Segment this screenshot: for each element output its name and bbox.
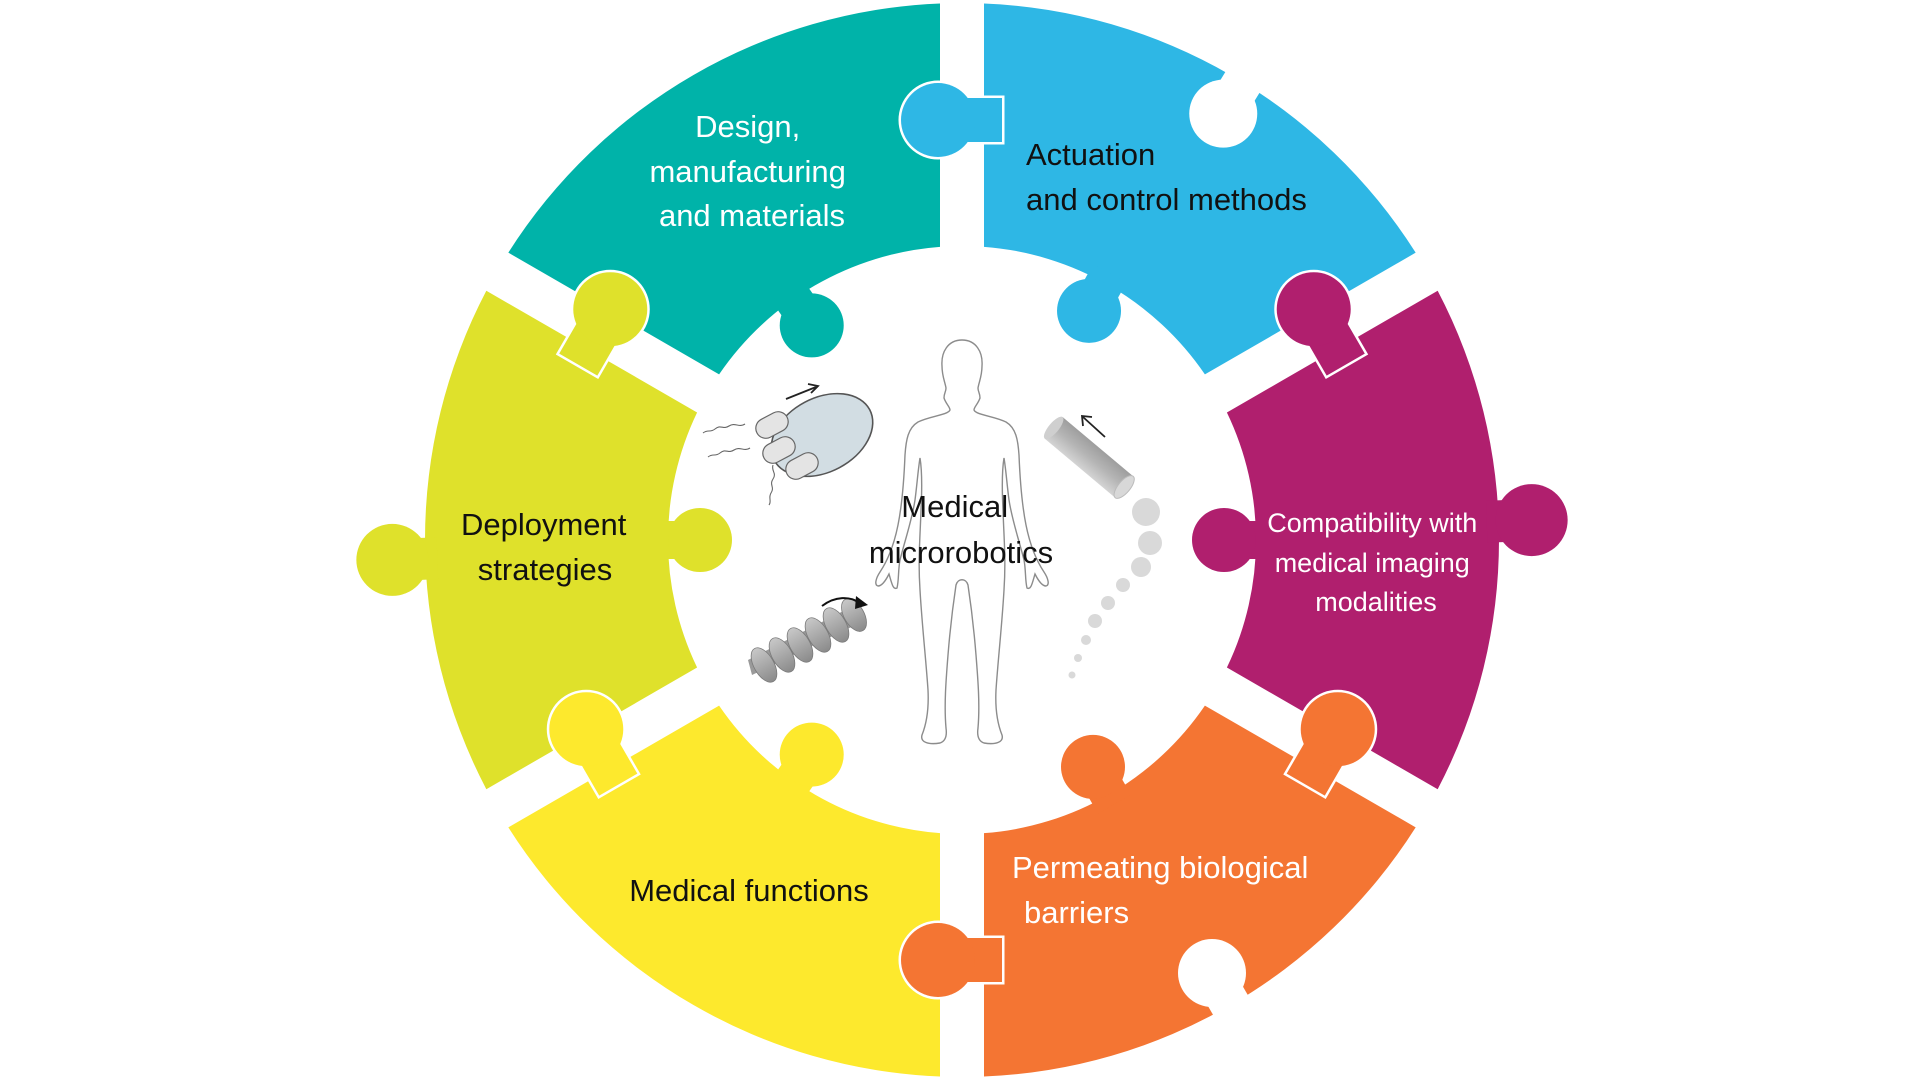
puzzle-piece-functions bbox=[508, 705, 940, 1077]
label-functions: Medical functions bbox=[629, 873, 869, 908]
puzzle-piece-deployment bbox=[425, 290, 698, 790]
puzzle-outer-knob-deployment bbox=[356, 523, 429, 596]
piece-labels: Design, manufacturing and materials Actu… bbox=[461, 109, 1485, 930]
puzzle-knob-actuation bbox=[901, 83, 975, 157]
puzzle-knob-barriers bbox=[901, 923, 975, 997]
puzzle-inner-knob-deployment bbox=[668, 508, 732, 572]
puzzle-inner-knob-imaging bbox=[1192, 508, 1256, 572]
label-imaging: Compatibility with medical imaging modal… bbox=[1267, 508, 1485, 617]
label-actuation: Actuation and control methods bbox=[1026, 137, 1307, 217]
puzzle-piece-imaging bbox=[1226, 290, 1500, 790]
puzzle-knob-barriers bbox=[1300, 692, 1375, 767]
puzzle-inner-knob-actuation bbox=[1057, 278, 1122, 343]
puzzle-knob-deployment bbox=[573, 272, 648, 347]
puzzle-knob-imaging bbox=[1276, 272, 1351, 347]
human-body-outline-icon bbox=[875, 339, 1049, 745]
bacteria-driven-microrobot-icon bbox=[702, 383, 874, 506]
puzzle-piece-barriers bbox=[984, 705, 1416, 1077]
label-barriers: Permeating biological barriers bbox=[1012, 850, 1317, 930]
helical-microrobot-icon bbox=[748, 596, 868, 683]
tubular-microjet-icon bbox=[1043, 414, 1162, 679]
label-design: Design, manufacturing and materials bbox=[649, 109, 854, 233]
puzzle-inner-knob-functions bbox=[779, 722, 844, 787]
puzzle-outer-knob-imaging bbox=[1495, 484, 1568, 557]
puzzle-inner-knob-design bbox=[779, 293, 844, 358]
label-deployment: Deployment strategies bbox=[461, 507, 635, 587]
puzzle-inner-knob-barriers bbox=[1061, 734, 1125, 799]
puzzle-knobs bbox=[356, 64, 1568, 1022]
puzzle-knob-functions bbox=[549, 692, 624, 767]
knob-fills bbox=[356, 64, 1568, 1022]
puzzle-notch-barriers bbox=[1178, 939, 1246, 1008]
center-illustrations bbox=[702, 339, 1162, 745]
direction-arrow-icon bbox=[785, 386, 817, 400]
center-title: Medical microrobotics bbox=[869, 489, 1053, 570]
puzzle-notch-actuation bbox=[1189, 79, 1258, 148]
direction-arrow-icon bbox=[1082, 416, 1106, 438]
